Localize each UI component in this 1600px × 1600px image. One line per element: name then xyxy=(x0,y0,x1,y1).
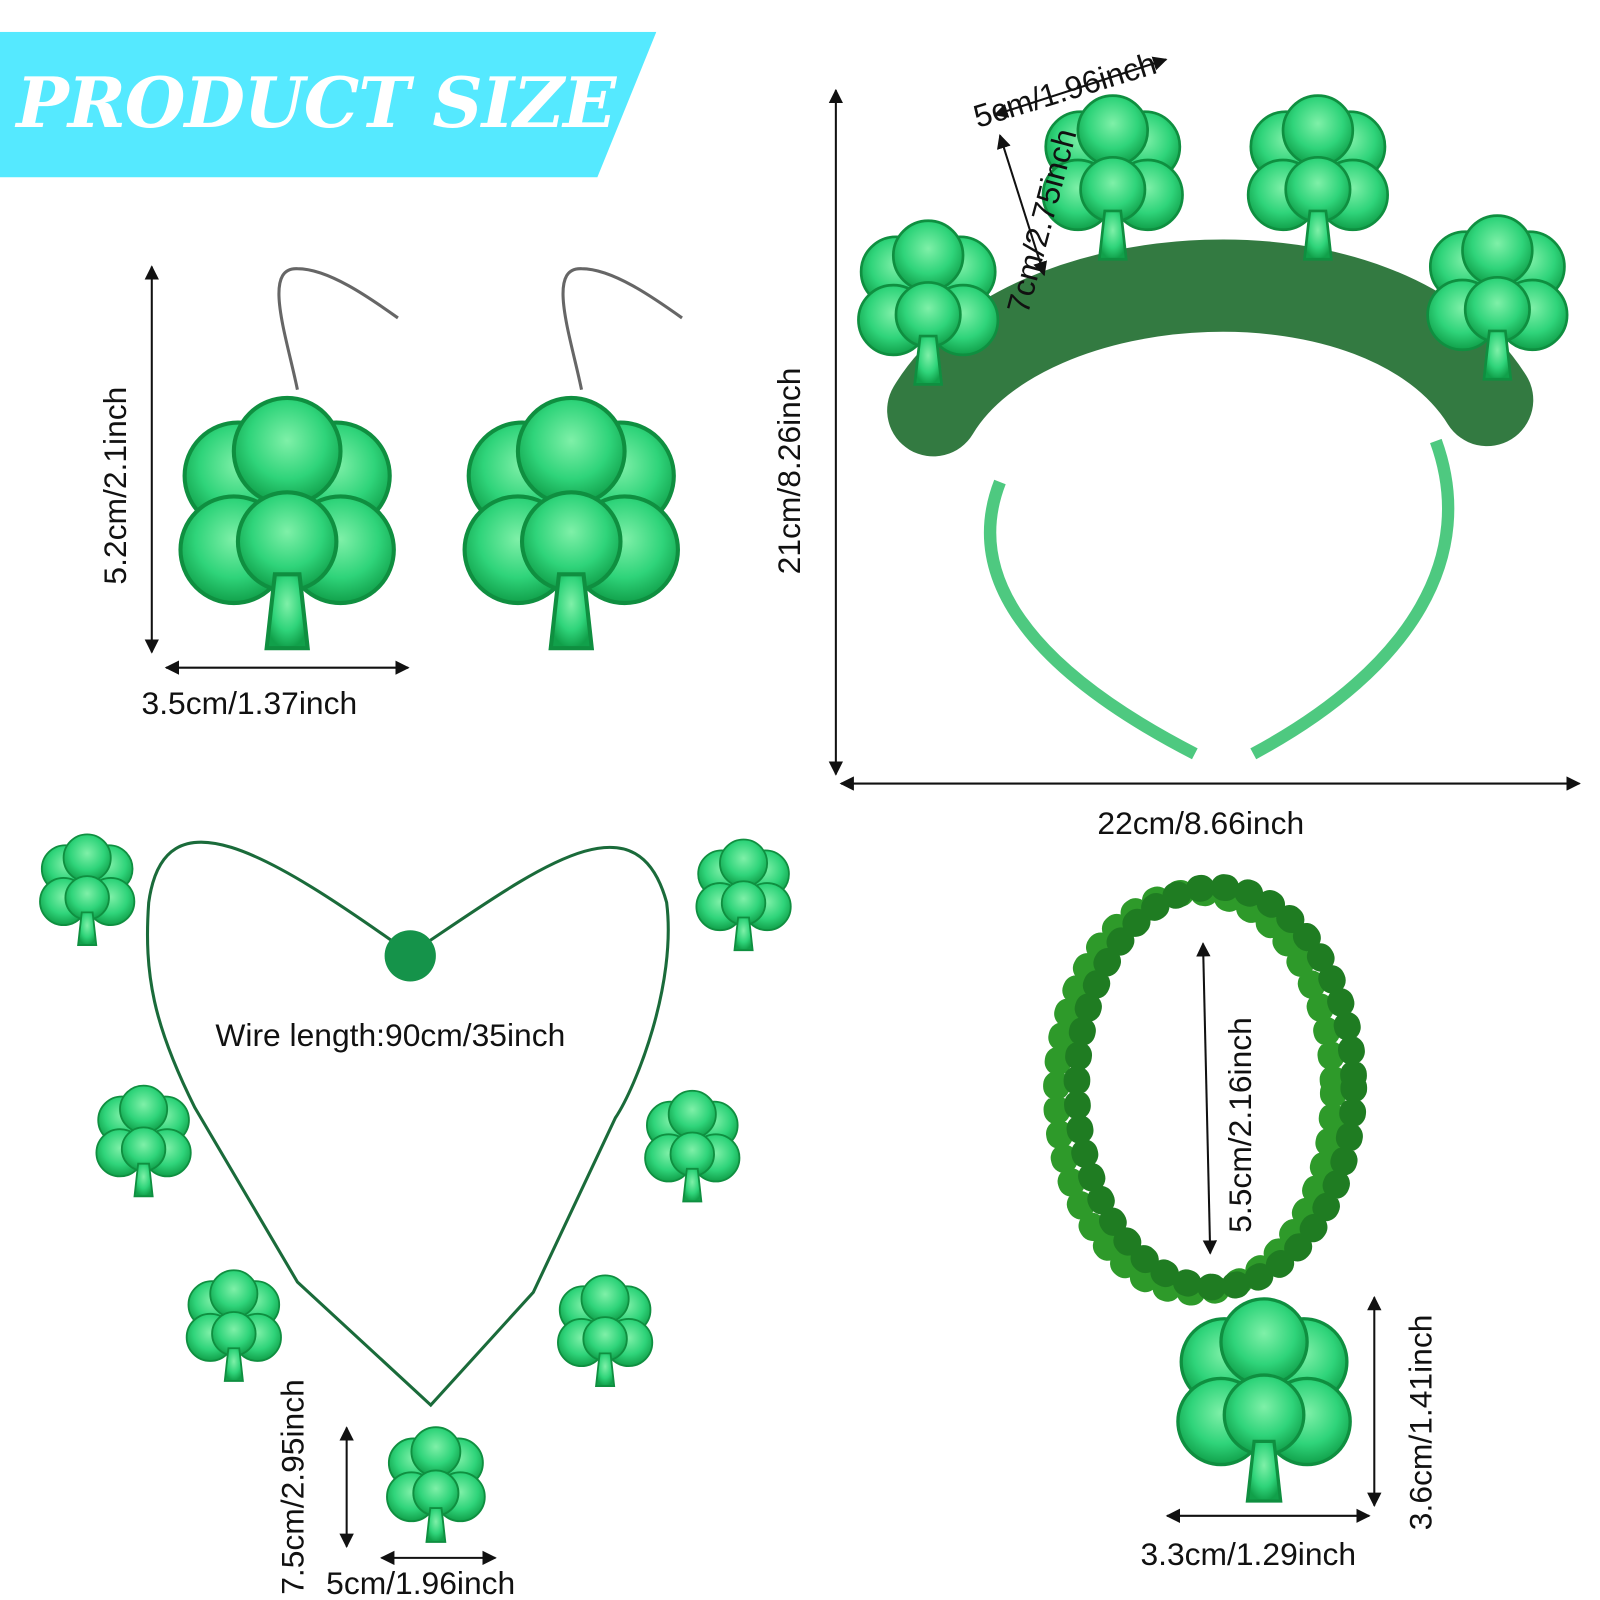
pendant-height-label: 7.5cm/2.95inch xyxy=(274,1379,311,1595)
earring-width-label: 3.5cm/1.37inch xyxy=(141,685,358,721)
bracelet xyxy=(1043,873,1368,1503)
pendant-width-label: 5cm/1.96inch xyxy=(326,1565,516,1600)
bracelet-height-label: 5.5cm/2.16inch xyxy=(1222,1017,1259,1233)
product-size-banner: PRODUCT SIZE xyxy=(0,31,657,178)
headband-width-label: 22cm/8.66inch xyxy=(1097,805,1305,841)
necklace xyxy=(38,833,792,1543)
headband-height-label: 21cm/8.26inch xyxy=(771,367,808,575)
charm-height-label: 3.6cm/1.41inch xyxy=(1403,1314,1439,1531)
charm-width-label: 3.3cm/1.29inch xyxy=(1140,1536,1357,1573)
wire-length-label: Wire length:90cm/35inch xyxy=(215,1017,566,1054)
earring-height-label: 5.2cm/2.1inch xyxy=(97,386,134,585)
banner-title: PRODUCT SIZE xyxy=(16,62,616,145)
earrings xyxy=(181,267,683,649)
headband xyxy=(857,94,1569,760)
